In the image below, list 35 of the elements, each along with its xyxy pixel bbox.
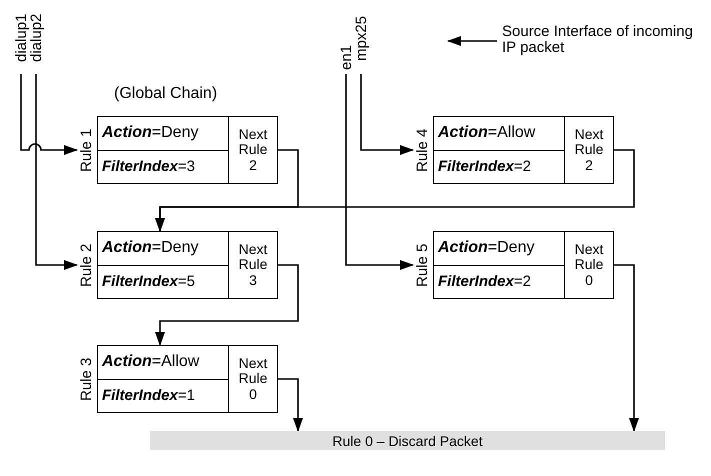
next-rule-text: Next Rule 0 [238, 356, 268, 402]
arrow [155, 264, 299, 346]
filter-index-text: FilterIndex=1 [102, 388, 195, 404]
interface-name: mpx25 [353, 2, 369, 74]
discard-bar: Rule 0 – Discard Packet [150, 431, 665, 450]
interface-name: dialup2 [28, 2, 44, 74]
action-text: Action=Allow [102, 354, 200, 370]
arrow [614, 264, 639, 432]
arrow [155, 149, 635, 232]
arrow [35, 74, 78, 270]
filter-index-text: FilterIndex=2 [438, 159, 531, 174]
arrow [345, 74, 414, 270]
rule-number: Rule 3 [78, 356, 95, 403]
action-text: Action=Deny [102, 240, 198, 256]
arrow [278, 378, 303, 432]
filter-index-text: FilterIndex=2 [438, 274, 531, 290]
rule-number: Rule 4 [414, 127, 431, 174]
next-rule-text: Next Rule 2 [574, 126, 604, 174]
action-text: Action=Allow [438, 125, 536, 142]
next-rule-text: Next Rule 2 [238, 126, 268, 174]
action-text: Action=Deny [438, 240, 534, 256]
rule-number: Rule 5 [414, 242, 431, 289]
filter-index-text: FilterIndex=5 [102, 274, 195, 290]
next-rule-text: Next Rule 3 [238, 242, 268, 288]
interface-name: dialup1 [13, 2, 29, 74]
chain-title: (Global Chain) [114, 86, 218, 102]
legend-note: Source Interface of incoming IP packet [502, 24, 694, 56]
action-text: Action=Deny [102, 125, 198, 142]
next-rule-text: Next Rule 0 [574, 242, 604, 288]
rule-number: Rule 2 [78, 242, 95, 289]
arrow [360, 74, 414, 155]
rule-number: Rule 1 [78, 127, 95, 174]
arrow [20, 74, 78, 155]
filter-index-text: FilterIndex=3 [102, 159, 195, 174]
interface-name: en1 [338, 40, 354, 74]
